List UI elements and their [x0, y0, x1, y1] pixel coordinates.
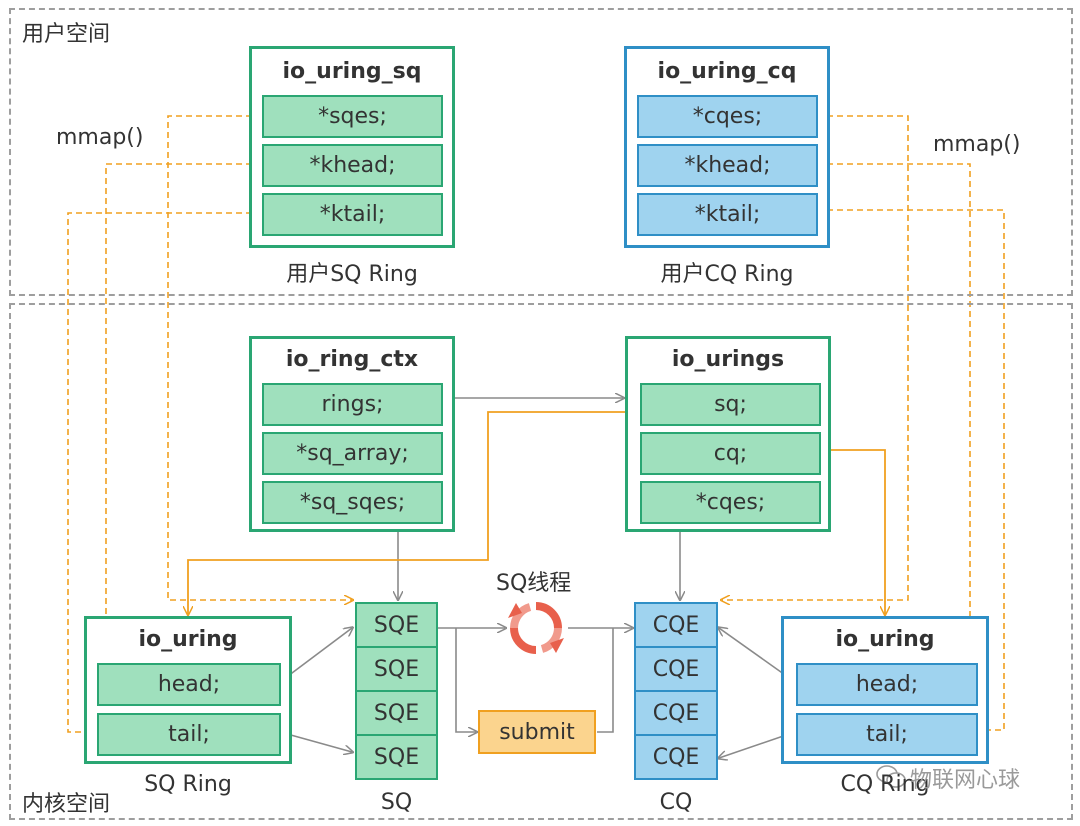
- cq-ring-title: io_uring: [835, 627, 935, 652]
- cqe-cell: CQE: [634, 602, 718, 648]
- cq-caption: CQ: [659, 790, 693, 815]
- cq-khead-field: *khead;: [637, 144, 818, 187]
- sq-khead-field: *khead;: [262, 144, 443, 187]
- cq-ring-tail-field: tail;: [796, 713, 978, 756]
- io-uring-cq-title: io_uring_cq: [657, 59, 797, 84]
- mmap-right-label: mmap(): [933, 132, 1021, 157]
- submit-box: submit: [478, 710, 596, 754]
- sqe-cell: SQE: [355, 646, 438, 692]
- sq-ring-head-field: head;: [97, 663, 281, 706]
- sq-thread-label: SQ线程: [496, 571, 572, 596]
- ctx-rings-field: rings;: [262, 383, 443, 426]
- cq-ktail-mmap-arrow: [817, 209, 1005, 730]
- sq-khead-mmap-arrow: [106, 163, 262, 662]
- urings-cq-to-cqring-arrow: [820, 449, 885, 614]
- sq-ktail-mmap-arrow: [67, 212, 262, 732]
- sq-sqes-field: *sqes;: [262, 95, 443, 138]
- io-uring-cq-struct: io_uring_cq *cqes; *khead; *ktail;: [624, 46, 830, 248]
- cqes-mmap-arrow: [722, 115, 909, 600]
- cq-ring-struct: io_uring head; tail;: [781, 616, 989, 764]
- urings-cq-field: cq;: [640, 432, 821, 475]
- user-cq-ring-caption: 用户CQ Ring: [660, 262, 794, 287]
- kernel-space-label: 内核空间: [22, 792, 111, 817]
- cqe-cell: CQE: [634, 690, 718, 736]
- cq-ktail-field: *ktail;: [637, 193, 818, 236]
- cq-ring-head-field: head;: [796, 663, 978, 706]
- cq-ring-caption: CQ Ring: [840, 772, 930, 797]
- wechat-icon: [876, 764, 906, 790]
- mmap-left-label: mmap(): [56, 125, 144, 150]
- urings-sq-to-sqring-arrow: [188, 411, 640, 614]
- cq-cqes-field: *cqes;: [637, 95, 818, 138]
- sq-ktail-field: *ktail;: [262, 193, 443, 236]
- refresh-cycle-icon: [505, 597, 567, 659]
- cqe-cell: CQE: [634, 646, 718, 692]
- sq-ring-tail-field: tail;: [97, 713, 281, 756]
- sq-ring-caption: SQ Ring: [144, 772, 232, 797]
- head-to-sqe-arrow: [279, 628, 352, 683]
- io-ring-ctx-struct: io_ring_ctx rings; *sq_array; *sq_sqes;: [249, 336, 455, 532]
- cq-khead-mmap-arrow: [817, 163, 970, 662]
- sqe-cell: SQE: [355, 690, 438, 736]
- sq-caption: SQ: [380, 790, 413, 815]
- kernel-space-region: [9, 303, 1073, 820]
- tail-to-sqe-arrow: [279, 731, 352, 752]
- sq-ring-title: io_uring: [138, 627, 238, 652]
- watermark-text: 物联网心球: [910, 768, 1021, 793]
- user-space-region: [9, 8, 1073, 296]
- ctx-sq-sqes-field: *sq_sqes;: [262, 481, 443, 524]
- sq-ring-struct: io_uring head; tail;: [84, 616, 292, 764]
- urings-cqes-field: *cqes;: [640, 481, 821, 524]
- ctx-sq-array-field: *sq_array;: [262, 432, 443, 475]
- user-space-label: 用户空间: [22, 22, 111, 47]
- io-ring-ctx-title: io_ring_ctx: [285, 347, 419, 372]
- sq-to-submit-arrow: [455, 628, 476, 732]
- io-urings-struct: io_urings sq; cq; *cqes;: [625, 336, 831, 532]
- urings-sq-field: sq;: [640, 383, 821, 426]
- io-uring-sq-title: io_uring_sq: [282, 59, 422, 84]
- submit-to-cq-arrow: [597, 628, 614, 733]
- cqe-cell: CQE: [634, 734, 718, 780]
- sqe-cell: SQE: [355, 602, 438, 648]
- user-sq-ring-caption: 用户SQ Ring: [286, 262, 418, 287]
- io-urings-title: io_urings: [671, 347, 785, 372]
- sqes-mmap-arrow: [167, 115, 352, 600]
- sqe-cell: SQE: [355, 734, 438, 780]
- io-uring-sq-struct: io_uring_sq *sqes; *khead; *ktail;: [249, 46, 455, 248]
